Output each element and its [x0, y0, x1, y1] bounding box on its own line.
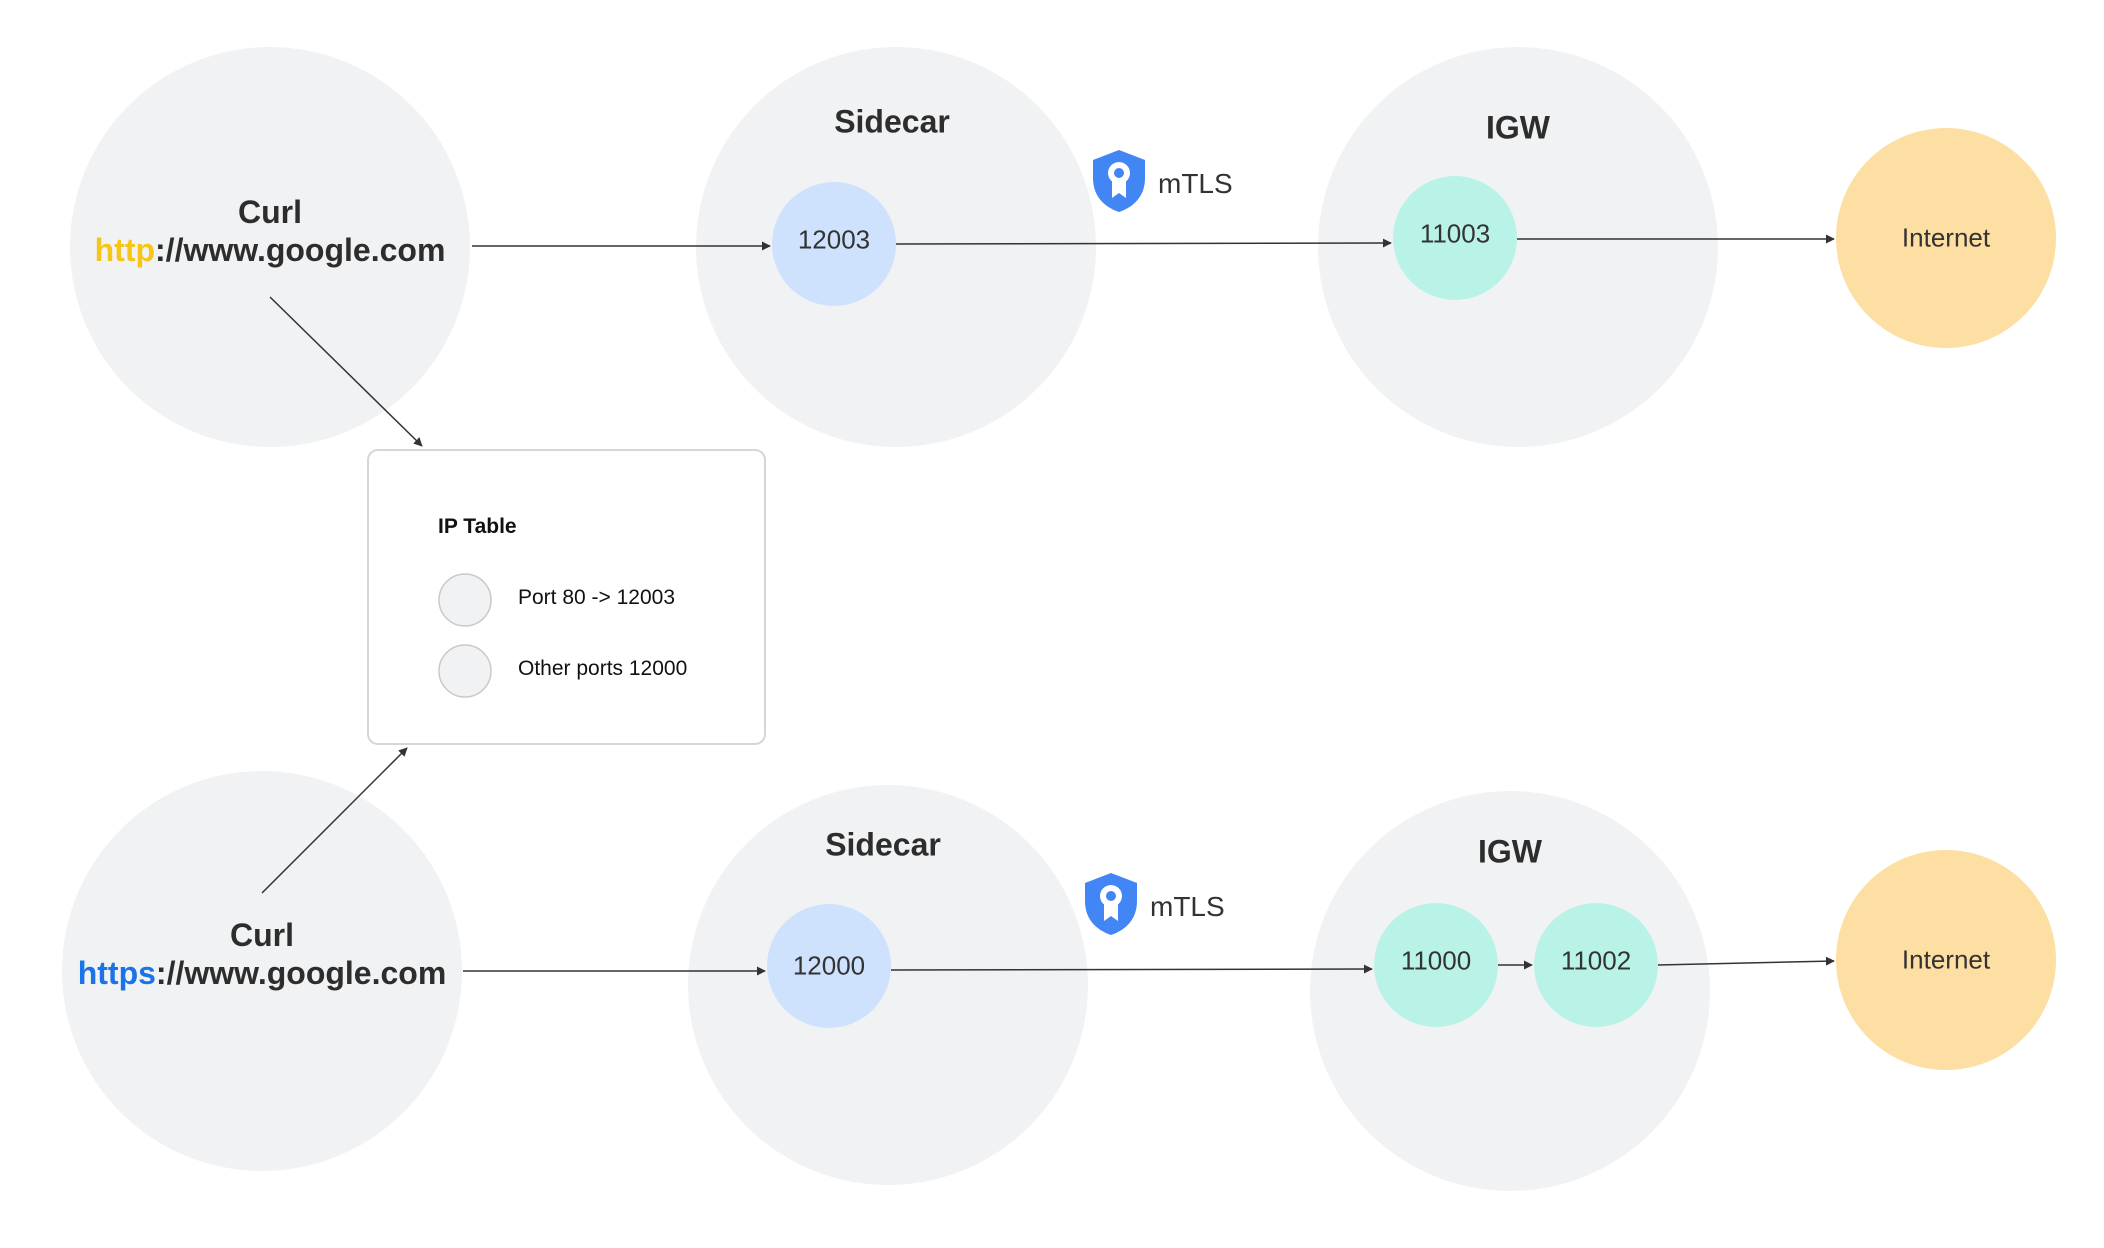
edge-curl-http-to-iptable	[269, 296, 423, 447]
edge-12000-to-11000	[890, 964, 1373, 974]
ip-table-row-2-icon	[438, 644, 492, 698]
curl-https-label: Curl https://www.google.com	[78, 916, 447, 992]
mtls-bottom-label: mTLS	[1150, 891, 1225, 922]
curl-http-label: Curl http://www.google.com	[95, 193, 446, 269]
curl-http-title: Curl	[238, 194, 302, 230]
port-11003-node	[1393, 176, 1517, 300]
igw-top-title: IGW	[1486, 109, 1550, 146]
shield-ribbon-icon	[1093, 150, 1145, 212]
port-11000-label: 11000	[1400, 945, 1472, 976]
internet-top-node	[1836, 128, 2056, 348]
internet-bottom-node	[1836, 850, 2056, 1070]
curl-https-node	[62, 771, 462, 1171]
edge-12003-to-11003	[895, 238, 1392, 248]
curl-https-url: https://www.google.com	[78, 954, 447, 992]
sidecar-top-node	[696, 47, 1096, 447]
edge-11002-to-internet	[1657, 956, 1835, 966]
port-12003-label: 12003	[797, 224, 871, 255]
port-11003-label: 11003	[1419, 218, 1491, 249]
url-scheme: http	[94, 232, 156, 268]
url-rest: ://www.google.com	[155, 232, 446, 268]
port-11000-node	[1374, 903, 1498, 1027]
ip-table-row-2: Other ports 12000	[518, 657, 688, 680]
port-12000-label: 12000	[792, 950, 866, 981]
igw-bottom-node	[1310, 791, 1710, 1191]
internet-top-label: Internet	[1901, 222, 1991, 253]
curl-http-url: http://www.google.com	[95, 231, 446, 269]
sidecar-bottom-title: Sidecar	[825, 826, 941, 863]
port-12000-node	[767, 904, 891, 1028]
igw-top-node	[1318, 47, 1718, 447]
port-11002-label: 11002	[1560, 945, 1632, 976]
edge-curl-https-to-iptable	[261, 747, 408, 894]
mtls-top-label: mTLS	[1158, 168, 1233, 199]
curl-http-node	[70, 47, 470, 447]
url-rest: ://www.google.com	[155, 955, 447, 991]
port-12003-node	[772, 182, 896, 306]
sidecar-top-title: Sidecar	[834, 103, 950, 140]
port-11002-node	[1534, 903, 1658, 1027]
ip-table-row-1-icon	[438, 573, 492, 627]
igw-bottom-title: IGW	[1478, 833, 1542, 870]
curl-https-title: Curl	[229, 917, 294, 953]
ip-table-title: IP Table	[438, 515, 517, 538]
ip-table-row-1: Port 80 -> 12003	[518, 586, 676, 609]
shield-ribbon-icon	[1085, 873, 1137, 935]
url-scheme: https	[77, 955, 156, 991]
internet-bottom-label: Internet	[1901, 944, 1991, 975]
